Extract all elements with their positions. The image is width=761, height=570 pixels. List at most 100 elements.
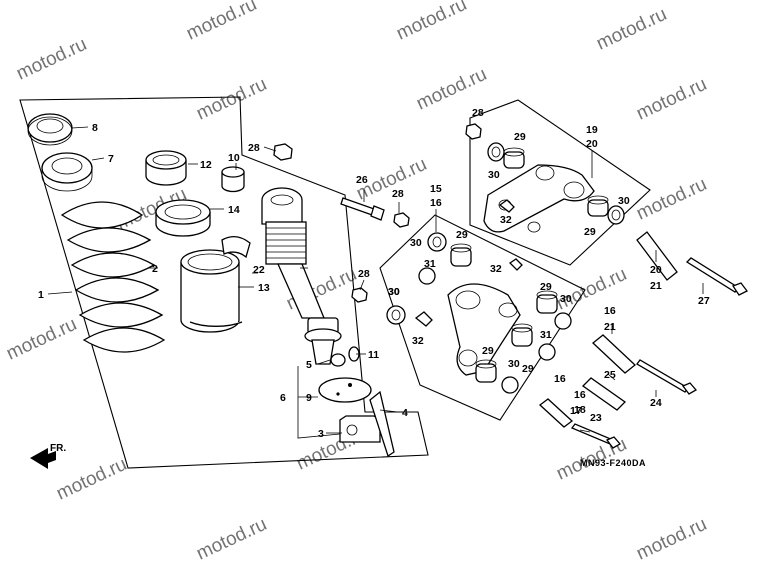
watermark: motod.ru	[393, 0, 470, 45]
watermark: motod.ru	[183, 0, 260, 45]
damper-bushing	[330, 353, 346, 367]
callout-30: 30	[388, 286, 400, 298]
callout-9: 9	[306, 392, 312, 404]
callout-14: 14	[228, 204, 240, 216]
callout-28: 28	[358, 268, 370, 280]
callout-23: 23	[590, 412, 602, 424]
callout-15: 15	[430, 183, 442, 195]
callout-7: 7	[108, 153, 114, 165]
callout-27: 27	[698, 295, 710, 307]
callout-16: 16	[554, 373, 566, 385]
callout-32: 32	[412, 335, 424, 347]
dust-seal	[427, 232, 447, 252]
spring-seat	[155, 199, 211, 237]
callout-6: 6	[280, 392, 286, 404]
callout-8: 8	[92, 122, 98, 134]
callout-28: 28	[248, 142, 260, 154]
arm-bolt	[570, 423, 622, 449]
pivot-collar	[592, 334, 636, 374]
callout-20: 20	[650, 264, 662, 276]
dust-seal	[538, 343, 556, 361]
pivot-collar	[581, 377, 627, 411]
arm-bolt	[636, 359, 698, 395]
callout-29: 29	[584, 226, 596, 238]
callout-5: 5	[306, 359, 312, 371]
adjuster-plate	[318, 377, 372, 403]
damper-unit	[261, 187, 342, 365]
callout-29: 29	[456, 229, 468, 241]
callout-22: 22	[253, 264, 265, 276]
callout-13: 13	[258, 282, 270, 294]
link-bushing	[503, 147, 525, 169]
flange-nut	[393, 212, 410, 228]
link-bushing	[587, 195, 609, 217]
grease-nipple	[414, 311, 433, 327]
callout-16: 16	[430, 197, 442, 209]
callout-21: 21	[650, 280, 662, 292]
callout-29: 29	[522, 363, 534, 375]
front-direction-arrow	[30, 448, 56, 469]
shock-spring	[60, 201, 166, 353]
callout-20: 20	[586, 138, 598, 150]
flange-nut	[273, 143, 293, 161]
pivot-collar	[538, 398, 574, 428]
watermark: motod.ru	[13, 34, 90, 85]
damper-protector	[180, 249, 243, 333]
rod-assembly-frame	[469, 99, 651, 266]
damper-collar	[221, 166, 245, 193]
callout-12: 12	[200, 159, 212, 171]
callout-2: 2	[152, 263, 158, 275]
shock-mount-bolt	[340, 197, 385, 221]
flange-nut	[465, 123, 482, 140]
callout-4: 4	[402, 407, 408, 419]
callout-32: 32	[490, 263, 502, 275]
callout-18: 18	[574, 404, 586, 416]
callout-25: 25	[604, 369, 616, 381]
arm-bushing	[511, 323, 533, 347]
callout-28: 28	[392, 188, 404, 200]
shock-assembly-frame	[19, 96, 429, 469]
pivot-collar	[636, 231, 678, 281]
callout-30: 30	[388, 286, 400, 298]
watermark: motod.ru	[553, 264, 630, 315]
dust-seal	[501, 376, 519, 394]
callout-28: 28	[472, 107, 484, 119]
arm-bushing	[536, 290, 558, 314]
callout-labels: 1 2 3 4 5 6 7 8 9 10 11 12 13 14 15 16 1…	[38, 107, 710, 440]
watermark: motod.ru	[593, 4, 670, 55]
callout-32: 32	[500, 214, 512, 226]
callout-30: 30	[488, 169, 500, 181]
callout-16: 16	[574, 389, 586, 401]
callout-30: 30	[508, 358, 520, 370]
arm-bushing	[450, 243, 472, 267]
link-bolt	[685, 257, 748, 296]
callout-21: 21	[604, 321, 616, 333]
spring-seat-ring	[27, 113, 73, 146]
watermark: motod.ru	[633, 514, 710, 565]
callout-19: 19	[586, 124, 598, 136]
arm-bushing	[475, 359, 497, 383]
watermark: motod.ru	[633, 74, 710, 125]
protector-clip	[221, 236, 251, 259]
shock-arm	[447, 283, 521, 376]
front-indicator-label: FR.	[50, 443, 66, 454]
dust-seal	[607, 205, 625, 225]
callout-17: 17	[570, 405, 582, 417]
grease-nipple	[508, 258, 523, 271]
lower-clevis	[339, 415, 381, 443]
adjuster-cable	[369, 390, 395, 458]
watermark: motod.ru	[193, 74, 270, 125]
watermark: motod.ru	[193, 514, 270, 565]
callout-29: 29	[482, 345, 494, 357]
callout-30: 30	[410, 237, 422, 249]
callout-31: 31	[424, 258, 436, 270]
callout-24: 24	[650, 397, 662, 409]
watermark: motod.ru	[633, 174, 710, 225]
dust-seal	[554, 312, 572, 330]
grease-nipple	[498, 199, 515, 213]
spring-guide	[145, 150, 187, 186]
callout-29: 29	[540, 281, 552, 293]
dust-seal	[386, 305, 406, 325]
callout-26: 26	[356, 174, 368, 186]
